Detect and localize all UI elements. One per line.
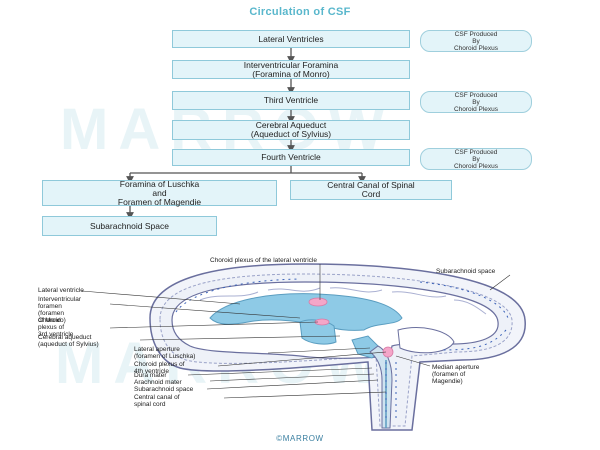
csf-note-1-text: CSF Produced By Choroid Plexus	[453, 30, 499, 52]
choroid-lateral-label: Choroid plexus of the lateral ventricle	[210, 257, 317, 264]
central-canal-box: Central Canal of Spinal Cord	[290, 180, 452, 200]
subarachnoid-space-top-label: Subarachnoid space	[436, 268, 496, 275]
choroid-3rd-label: Choroid plexus of 3rd ventricle	[38, 317, 74, 338]
page-title: Circulation of CSF	[249, 6, 351, 18]
foramina-luschka-box: Foramina of Luschka and Foramen of Magen…	[42, 178, 277, 207]
lateral-ventricles-label: Lateral Ventricles	[258, 33, 324, 44]
central-canal-label: Central Canal of Spinal Cord	[327, 180, 415, 199]
csf-note-1: CSF Produced By Choroid Plexus	[420, 30, 532, 52]
foramina-luschka-label: Foramina of Luschka and Foramen of Magen…	[117, 178, 202, 207]
median-aperture-label: Median aperture (foramen of Magendie)	[432, 364, 480, 385]
footer-brand: ©MARROW	[276, 434, 324, 443]
third-ventricle-label: Third Ventricle	[263, 95, 319, 105]
csf-note-2-text: CSF Produced By Choroid Plexus	[453, 91, 499, 113]
interventricular-label: Interventricular Foramina (Foramina of M…	[243, 59, 339, 79]
dura-mater-label: Dura mater	[134, 372, 167, 379]
csf-note-3: CSF Produced By Choroid Plexus	[420, 148, 532, 170]
interventricular-box: Interventricular Foramina (Foramina of M…	[172, 60, 410, 79]
cerebellum	[397, 327, 455, 354]
lateral-ventricle-shape	[209, 293, 403, 331]
interventricular-foramen-label: Interventricular foramen (foramen of Mon…	[38, 296, 81, 324]
choroid-4th-label: Choroid plexus of 4th ventricle	[134, 361, 185, 375]
csf-note-3-text: CSF Produced By Choroid Plexus	[453, 148, 499, 170]
cerebral-aqueduct-label: Cerebral Aqueduct (Aqueduct of Sylvius)	[250, 120, 332, 139]
fourth-ventricle-box: Fourth Ventricle	[172, 149, 410, 166]
lateral-aperture-label: Lateral aperture (foramen of Luschka)	[134, 346, 196, 360]
third-ventricle-box: Third Ventricle	[172, 91, 410, 110]
arachnoid-mater-label: Arachnoid mater	[134, 379, 182, 386]
subarachnoid-box: Subarachnoid Space	[42, 216, 217, 236]
csf-note-2: CSF Produced By Choroid Plexus	[420, 91, 532, 113]
choroid-plexus-lateral	[308, 297, 328, 307]
subarachnoid-label: Subarachnoid Space	[90, 220, 169, 231]
lateral-ventricles-box: Lateral Ventricles	[172, 30, 410, 48]
cerebral-aqueduct-label: Cerebral aqueduct (aqueduct of Sylvius)	[38, 334, 99, 348]
lateral-ventricle-label: Lateral ventricle	[38, 287, 84, 294]
subarachnoid-space-label: Subarachnoid space	[134, 386, 194, 393]
central-canal-label: Central canal of spinal cord	[134, 394, 180, 408]
cerebral-aqueduct-box: Cerebral Aqueduct (Aqueduct of Sylvius)	[172, 120, 410, 140]
fourth-ventricle-label: Fourth Ventricle	[261, 152, 321, 162]
third-ventricle-shape	[299, 319, 337, 345]
